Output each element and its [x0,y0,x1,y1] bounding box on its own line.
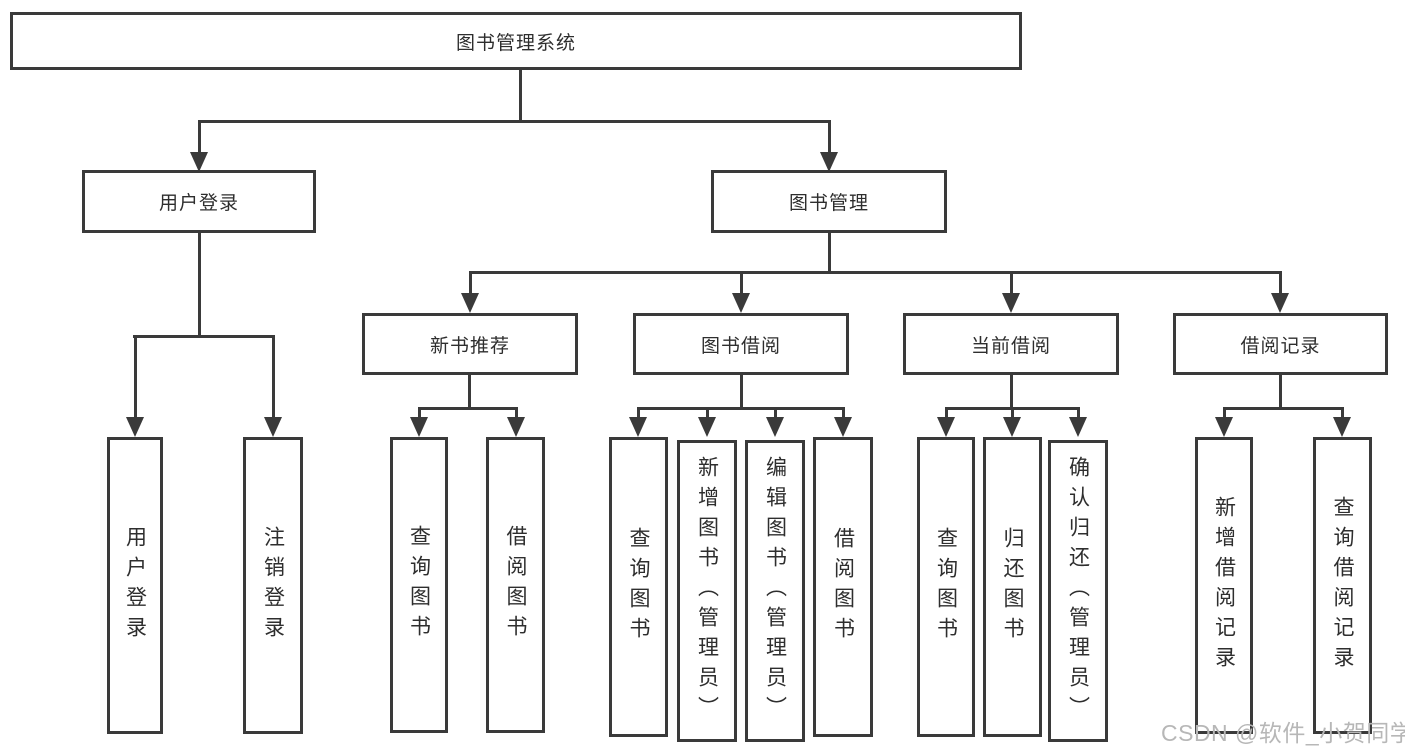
connector [740,375,743,409]
leaf-label: 用户登录 [123,525,147,646]
leaf-label: 查询图书 [407,525,431,645]
arrowhead-down-icon [1271,293,1289,313]
connector [198,233,201,335]
leaf-query-books-2: 查询图书 [609,437,668,737]
leaf-query-books-1: 查询图书 [390,437,448,733]
leaf-label: 注销登录 [261,525,285,646]
node-label: 新书推荐 [429,335,510,357]
arrowhead-down-icon [410,417,428,437]
arrowhead-down-icon [820,152,838,172]
connector [1010,375,1013,409]
node-book-management: 图书管理 [711,170,947,233]
leaf-label: 新增借阅记录 [1212,495,1236,676]
arrowhead-down-icon [937,417,955,437]
arrowhead-down-icon [766,417,784,437]
arrowhead-down-icon [1002,293,1020,313]
arrowhead-down-icon [1333,417,1351,437]
connector [828,233,831,273]
node-new-book-recommend: 新书推荐 [362,313,578,375]
leaf-label: 编辑图书（管理员） [763,456,787,726]
arrowhead-down-icon [834,417,852,437]
node-label: 当前借阅 [970,335,1051,357]
leaf-label: 借阅图书 [831,527,855,647]
connector [706,407,709,420]
connector [133,335,275,338]
node-borrowing-records: 借阅记录 [1173,313,1388,375]
connector [637,407,845,410]
connector [1279,375,1282,409]
node-book-borrowing: 图书借阅 [633,313,849,375]
leaf-borrow-books-1: 借阅图书 [486,437,545,733]
connector [637,407,640,420]
connector [198,120,201,156]
leaf-add-borrow-record: 新增借阅记录 [1195,437,1253,734]
node-current-borrowing: 当前借阅 [903,313,1119,375]
connector [519,70,522,121]
leaf-label: 借阅图书 [504,525,527,645]
arrowhead-down-icon [190,152,208,172]
leaf-label: 归还图书 [1001,527,1024,647]
connector [1011,407,1014,420]
leaf-borrow-books-2: 借阅图书 [813,437,873,737]
arrowhead-down-icon [1215,417,1233,437]
connector [740,271,743,297]
connector [469,271,1282,274]
leaf-confirm-return-admin: 确认归还（管理员） [1048,440,1108,742]
connector [1077,407,1080,420]
arrowhead-down-icon [264,417,282,437]
connector [828,120,831,156]
leaf-label: 查询图书 [627,527,650,647]
arrowhead-down-icon [507,417,525,437]
arrowhead-down-icon [1003,417,1021,437]
connector [418,407,518,410]
connector [468,375,471,409]
node-label: 图书管理 [788,193,869,214]
leaf-add-books-admin: 新增图书（管理员） [677,440,737,742]
leaf-label: 查询图书 [934,527,958,647]
connector [1223,407,1226,420]
arrowhead-down-icon [461,293,479,313]
arrowhead-down-icon [732,293,750,313]
connector [418,407,421,420]
connector [1279,271,1282,297]
node-label: 图书管理系统 [455,32,576,54]
csdn-watermark: CSDN @软件_小贺同学 [1161,720,1405,746]
arrowhead-down-icon [1069,417,1087,437]
leaf-label: 新增图书（管理员） [695,456,719,726]
connector [1223,407,1344,410]
connector [842,407,845,420]
node-label: 借阅记录 [1240,335,1321,357]
connector [469,271,472,297]
node-library-system: 图书管理系统 [10,12,1022,70]
arrowhead-down-icon [126,417,144,437]
connector [134,335,137,420]
arrowhead-down-icon [698,417,716,437]
connector [198,120,831,123]
connector [1341,407,1344,420]
node-user-login: 用户登录 [82,170,316,233]
node-label: 图书借阅 [700,335,781,357]
connector [272,335,275,420]
node-label: 用户登录 [158,193,239,214]
connector [945,407,948,420]
connector [515,407,518,420]
leaf-user-login: 用户登录 [107,437,163,734]
leaf-query-borrow-record: 查询借阅记录 [1313,437,1372,734]
leaf-query-books-3: 查询图书 [917,437,975,737]
leaf-label: 确认归还（管理员） [1066,456,1090,726]
leaf-label: 查询借阅记录 [1331,495,1354,676]
leaf-return-books: 归还图书 [983,437,1042,737]
leaf-logout: 注销登录 [243,437,303,734]
leaf-edit-books-admin: 编辑图书（管理员） [745,440,805,742]
connector [1010,271,1013,297]
connector [774,407,777,420]
arrowhead-down-icon [629,417,647,437]
